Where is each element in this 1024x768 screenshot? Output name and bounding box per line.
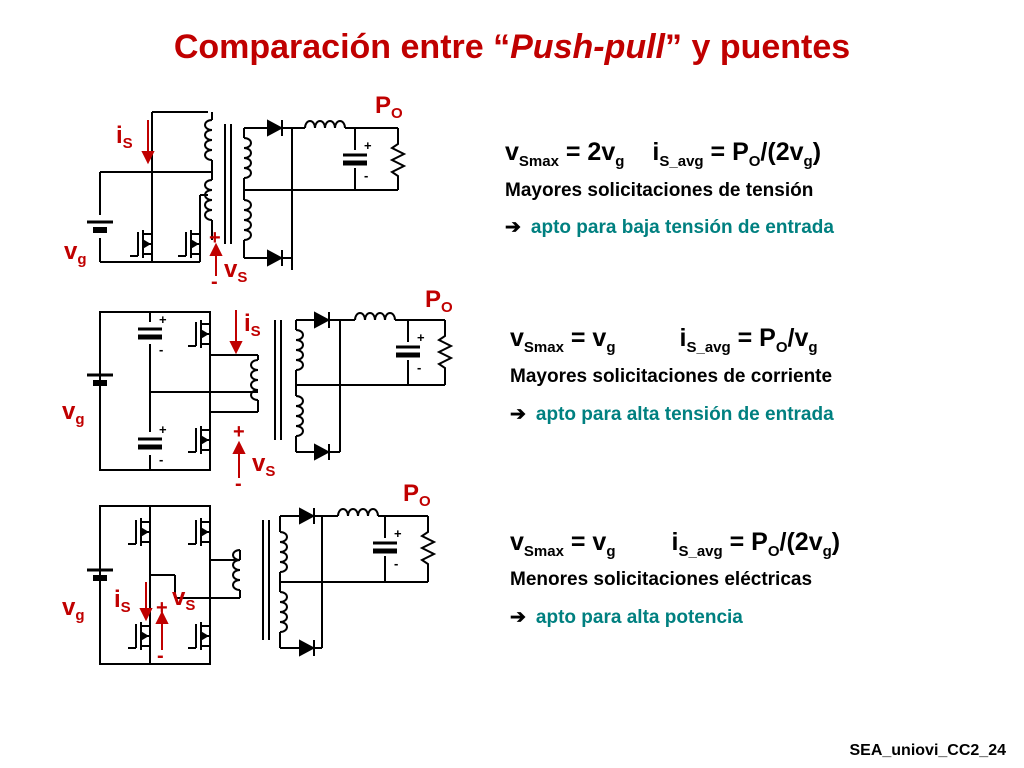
vs-label-3: vS bbox=[172, 584, 196, 614]
vg-label-3: vg bbox=[62, 594, 85, 624]
minus-sign-1: - bbox=[211, 271, 218, 293]
push-pull-circuit bbox=[87, 111, 399, 270]
plus-sign-1: + bbox=[209, 227, 221, 249]
page-title: Comparación entre “Push-pull” y puentes bbox=[173, 28, 851, 66]
minus-sign-3: - bbox=[157, 645, 164, 667]
po-label-3: PO bbox=[403, 480, 431, 510]
vs-label-2: vS bbox=[252, 450, 276, 480]
arrow-right-icon: ➔ bbox=[505, 217, 521, 238]
vg-label-1: vg bbox=[64, 238, 87, 268]
is-label-2: iS bbox=[244, 310, 261, 340]
po-label-2: PO bbox=[425, 286, 453, 316]
is-label-1: iS bbox=[116, 122, 133, 152]
description-3: Menores solicitaciones eléctricas bbox=[510, 569, 813, 590]
minus-sign-2: - bbox=[235, 473, 242, 495]
vg-label-2: vg bbox=[62, 398, 85, 428]
half-bridge-circuit bbox=[99, 311, 446, 471]
is-arrow-3 bbox=[139, 582, 169, 650]
is-label-3: iS bbox=[114, 586, 131, 616]
po-label-1: PO bbox=[375, 92, 403, 122]
footer-label: SEA_uniovi_CC2_24 bbox=[849, 742, 1006, 759]
arrow-right-icon: ➔ bbox=[510, 404, 526, 425]
is-arrow-2 bbox=[229, 310, 246, 478]
suitability-2: ➔apto para alta tensión de entrada bbox=[510, 404, 834, 425]
arrow-right-icon: ➔ bbox=[510, 607, 526, 628]
suitability-1: ➔apto para baja tensión de entrada bbox=[505, 217, 834, 238]
is-arrow-1 bbox=[141, 120, 223, 276]
plus-sign-3: + bbox=[156, 597, 168, 619]
vs-label-1: vS bbox=[224, 256, 248, 286]
plus-sign-2: + bbox=[233, 421, 245, 443]
suitability-3: ➔apto para alta potencia bbox=[510, 607, 743, 628]
description-1: Mayores solicitaciones de tensión bbox=[505, 180, 814, 201]
description-2: Mayores solicitaciones de corriente bbox=[510, 366, 833, 387]
